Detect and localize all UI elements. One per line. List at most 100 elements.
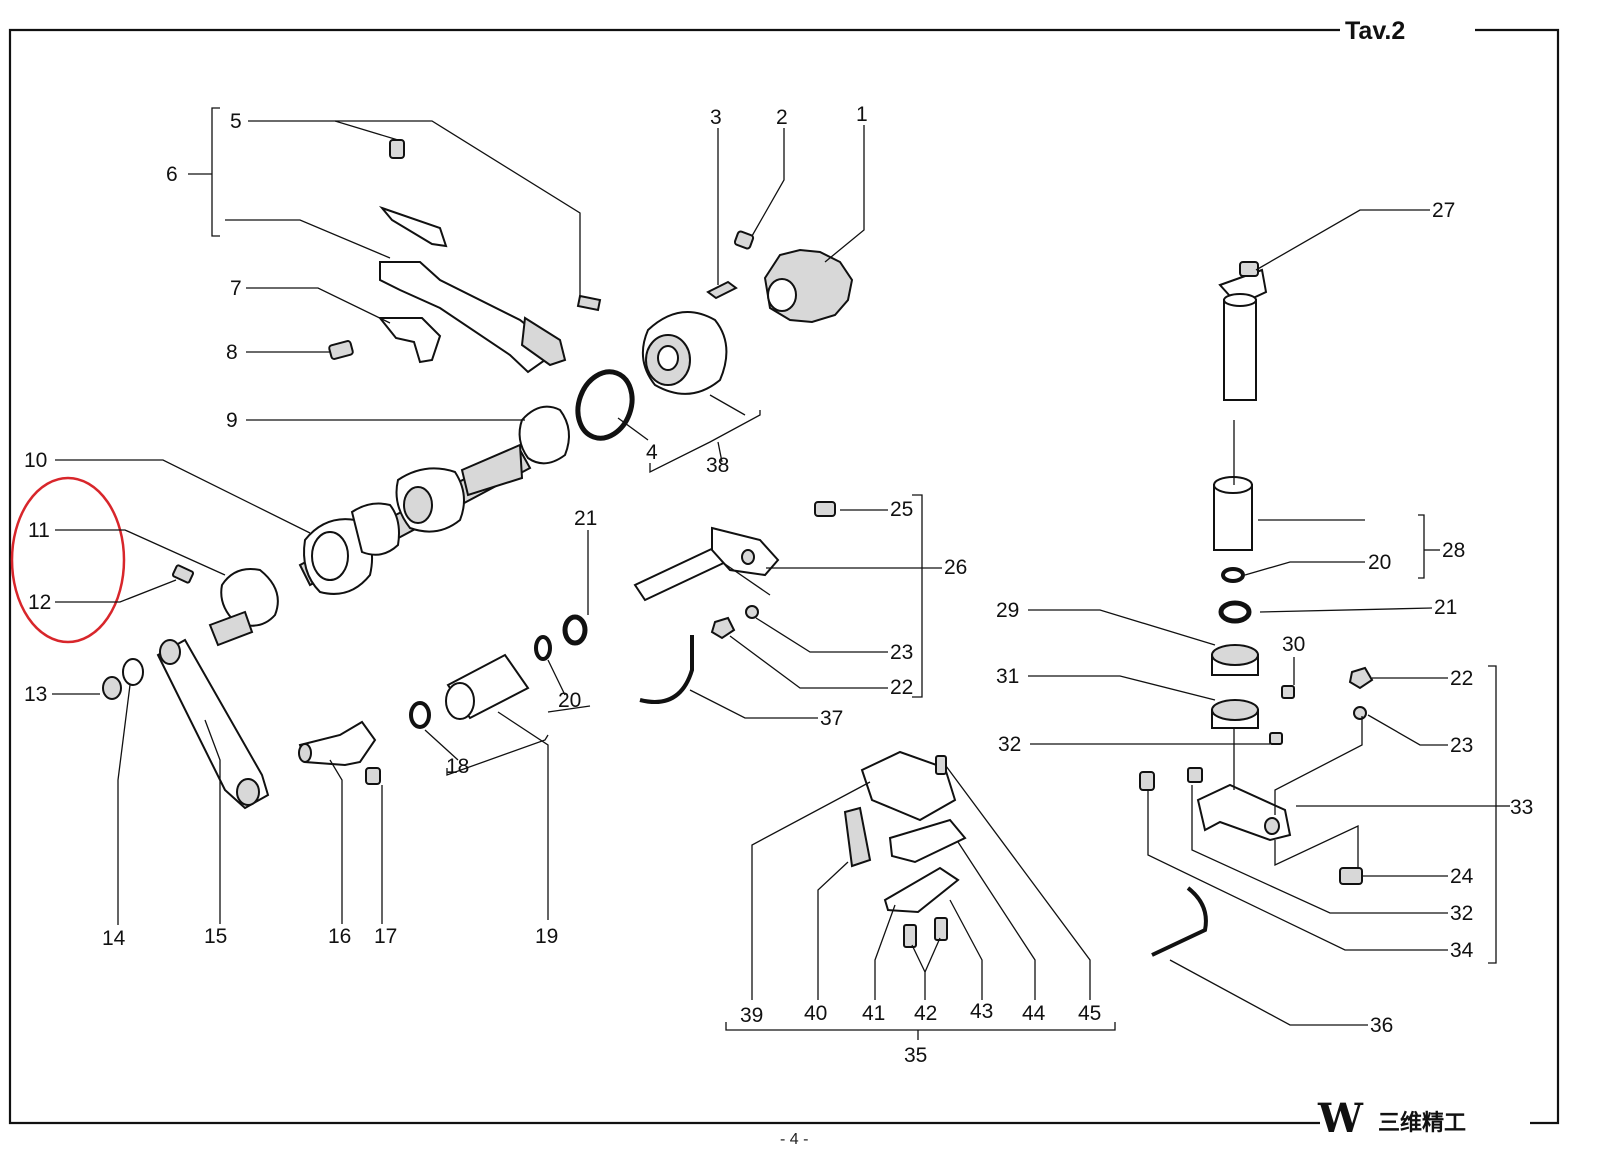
callout-24: 24 xyxy=(1450,865,1474,888)
brand-mark: W xyxy=(1317,1095,1364,1142)
callout-2: 2 xyxy=(776,106,788,129)
callout-34: 34 xyxy=(1450,939,1474,962)
callout-40: 40 xyxy=(804,1002,827,1025)
part-wire-guide-37 xyxy=(639,635,694,704)
callout-6: 6 xyxy=(166,163,178,186)
part-screw-8 xyxy=(328,340,354,360)
part-setscrew-30 xyxy=(1281,685,1295,699)
part-collar-31 xyxy=(1211,699,1259,729)
callout-25: 25 xyxy=(890,498,913,521)
part-fork-7 xyxy=(377,317,442,364)
part-bushing-19 xyxy=(445,653,530,720)
part-setscrew-32a xyxy=(1269,732,1283,745)
callout-9: 9 xyxy=(226,409,238,432)
brand-logo: W 三维精工 xyxy=(1317,1095,1466,1142)
callout-44: 44 xyxy=(1022,1002,1046,1025)
callout-13: 13 xyxy=(24,683,47,706)
part-looper-holder-35 xyxy=(843,750,967,948)
callout-45: 45 xyxy=(1078,1002,1101,1025)
brand-text: 三维精工 xyxy=(1378,1110,1466,1136)
callout-3: 3 xyxy=(710,106,722,129)
part-crank-16 xyxy=(298,720,377,767)
part-looper-36 xyxy=(1151,886,1208,957)
callout-43: 43 xyxy=(970,1000,993,1023)
part-washer-20 xyxy=(534,635,552,661)
callout-20b: 20 xyxy=(1368,551,1391,574)
part-collar-29 xyxy=(1211,644,1259,676)
part-lever-shaft-27 xyxy=(1218,261,1268,401)
callout-39: 39 xyxy=(740,1004,763,1027)
part-main-shaft xyxy=(298,443,532,595)
part-cam-plate xyxy=(518,405,570,465)
callout-26: 26 xyxy=(944,556,967,579)
callout-8: 8 xyxy=(226,341,238,364)
page-number: - 4 - xyxy=(780,1131,808,1148)
callout-14: 14 xyxy=(102,927,126,950)
part-looper-arm-33 xyxy=(1196,783,1292,842)
part-eccentric-11 xyxy=(208,568,279,647)
callout-33: 33 xyxy=(1510,796,1533,819)
callout-21b: 21 xyxy=(1434,596,1457,619)
callout-30: 30 xyxy=(1282,633,1305,656)
callout-10: 10 xyxy=(24,449,47,472)
sheet-title: Tav.2 xyxy=(1345,17,1405,45)
part-screw-24 xyxy=(1339,867,1363,885)
part-shapes xyxy=(102,139,1374,957)
part-screw-25 xyxy=(814,501,836,517)
callout-18: 18 xyxy=(446,755,469,778)
callout-23b: 23 xyxy=(1450,734,1473,757)
callout-31: 31 xyxy=(996,665,1019,688)
callout-19: 19 xyxy=(535,925,558,948)
part-ring-4 xyxy=(575,369,635,441)
callout-1: 1 xyxy=(856,103,868,126)
callout-5: 5 xyxy=(230,110,242,133)
part-gear xyxy=(763,248,854,324)
callout-4: 4 xyxy=(646,441,658,464)
part-setscrew-2 xyxy=(733,230,755,250)
callout-28: 28 xyxy=(1442,539,1465,562)
callout-11: 11 xyxy=(28,519,50,542)
part-setscrew-32b xyxy=(1187,767,1203,783)
part-nut-22a xyxy=(710,616,736,640)
callout-12: 12 xyxy=(28,591,51,614)
part-setscrew-17 xyxy=(365,767,381,785)
callout-41: 41 xyxy=(862,1002,885,1025)
callout-35: 35 xyxy=(904,1044,927,1067)
part-screw-34 xyxy=(1139,771,1155,791)
part-washer-14 xyxy=(122,658,144,686)
part-setscrew-12 xyxy=(171,564,195,584)
callout-15: 15 xyxy=(204,925,227,948)
callout-labels: 1 2 3 4 5 6 7 8 9 10 11 12 13 14 15 16 1… xyxy=(24,103,1533,1067)
callout-23a: 23 xyxy=(890,641,913,664)
callout-21a: 21 xyxy=(574,507,597,530)
part-nut-22b xyxy=(1348,666,1374,690)
callout-22b: 22 xyxy=(1450,667,1473,690)
sheet-frame xyxy=(8,28,1560,1125)
callout-27: 27 xyxy=(1432,199,1455,222)
part-screw-3 xyxy=(706,280,738,300)
callout-20a: 20 xyxy=(558,689,581,712)
leader-lines xyxy=(52,107,1510,1040)
part-lever-shaft-26 xyxy=(633,526,780,602)
part-clip-13 xyxy=(102,676,122,700)
callout-42: 42 xyxy=(914,1002,937,1025)
callout-29: 29 xyxy=(996,599,1019,622)
part-connecting-rod xyxy=(156,638,270,810)
callout-22a: 22 xyxy=(890,676,913,699)
callout-38: 38 xyxy=(706,454,729,477)
part-washer-23b xyxy=(1353,706,1367,720)
part-washer-20b xyxy=(1221,567,1245,583)
part-washer-21 xyxy=(562,614,588,646)
callout-32a: 32 xyxy=(998,733,1021,756)
callout-7: 7 xyxy=(230,277,242,300)
part-washer-21b xyxy=(1218,600,1252,624)
part-sleeve-28 xyxy=(1213,476,1253,551)
callout-17: 17 xyxy=(374,925,397,948)
part-clamp-arm xyxy=(378,139,602,374)
callout-36: 36 xyxy=(1370,1014,1393,1037)
part-washer-23a xyxy=(745,605,759,619)
callout-16: 16 xyxy=(328,925,351,948)
part-washer-18 xyxy=(409,701,431,729)
part-eccentric-assembly xyxy=(641,311,728,395)
